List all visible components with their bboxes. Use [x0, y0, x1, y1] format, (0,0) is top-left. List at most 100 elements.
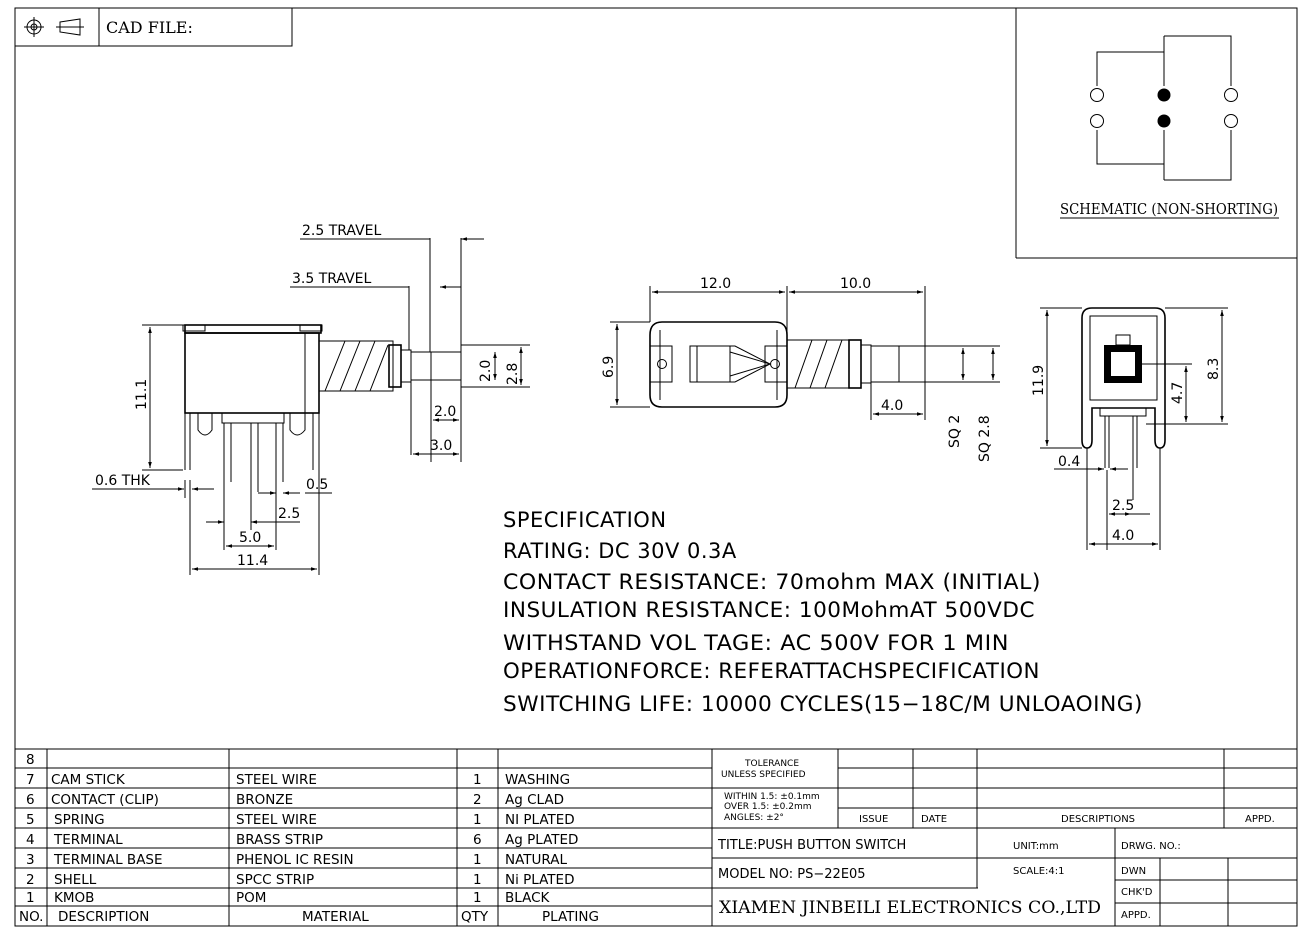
- dim-travel-35: 3.5 TRAVEL: [292, 271, 372, 287]
- schematic: SCHEMATIC (NON-SHORTING): [1015, 8, 1297, 259]
- tolerance-label: UNLESS SPECIFIED: [721, 770, 806, 780]
- cad-file-label: CAD FILE:: [106, 18, 193, 37]
- rev-date-header: DATE: [921, 814, 947, 825]
- scale-label: SCALE:4:1: [1013, 866, 1065, 877]
- approved-label: APPD.: [1121, 910, 1151, 921]
- bom-plating: NI PLATED: [505, 812, 575, 828]
- bom-no: 4: [26, 832, 35, 848]
- dim-pitch-50: 5.0: [239, 530, 261, 546]
- title-block: TOLERANCE UNLESS SPECIFIED WITHIN 1.5: ±…: [712, 749, 1297, 926]
- checked-label: CHK'D: [1121, 887, 1153, 898]
- spec-line: WITHSTAND VOL TAGE: AC 500V FOR 1 MIN: [503, 631, 1009, 655]
- bom-table: 8 7 CAM STICK STEEL WIRE 1 WASHING 6 CON…: [15, 748, 1297, 926]
- dim-top-10: 10.0: [840, 276, 871, 292]
- dim-end-40: 4.0: [1112, 528, 1134, 544]
- bom-plating: Ag PLATED: [505, 832, 578, 848]
- bom-material: BRONZE: [236, 792, 293, 808]
- bom-material: POM: [236, 890, 266, 906]
- bom-header-qty: QTY: [461, 909, 489, 925]
- bom-no: 3: [26, 852, 35, 868]
- spec-line: RATING: DC 30V 0.3A: [503, 539, 737, 563]
- bom-no: 2: [26, 872, 35, 888]
- dim-height-111: 11.1: [134, 379, 150, 410]
- dim-end-83: 8.3: [1206, 358, 1222, 380]
- dim-end-25: 2.5: [1112, 498, 1134, 514]
- bom-material: STEEL WIRE: [236, 812, 317, 828]
- dim-sq2: SQ 2: [947, 415, 963, 448]
- rev-issue-header: ISSUE: [859, 814, 888, 825]
- dim-stem-w20: 2.0: [434, 404, 456, 420]
- spec-title: SPECIFICATION: [503, 508, 667, 532]
- spec-line: CONTACT RESISTANCE: 70mohm MAX (INITIAL): [503, 570, 1041, 594]
- bom-material: SPCC STRIP: [236, 872, 314, 888]
- bom-no: 6: [26, 792, 35, 808]
- dim-stem-20: 2.0: [478, 360, 494, 382]
- bom-no: 1: [26, 890, 35, 906]
- dim-top-69: 6.9: [601, 356, 617, 378]
- bom-description: TERMINAL: [53, 832, 123, 848]
- bom-plating: NATURAL: [505, 852, 567, 868]
- drawing-number-label: DRWG. NO.:: [1121, 841, 1181, 852]
- contact-terminal-icon: [1090, 88, 1104, 102]
- tolerance-angles: ANGLES: ±2°: [724, 813, 784, 823]
- drawing-title: TITLE:PUSH BUTTON SWITCH: [717, 838, 906, 853]
- bom-qty: 1: [473, 812, 482, 828]
- bom-plating: Ag CLAD: [505, 792, 564, 808]
- dim-width-114: 11.4: [237, 553, 268, 569]
- contact-terminal-icon: [1224, 88, 1238, 102]
- unit-label: UNIT:mm: [1013, 841, 1059, 852]
- side-view: 2.5 TRAVEL 3.5 TRAVEL 11.1 0.6 THK 0.5 2…: [92, 223, 530, 575]
- bom-qty: 1: [473, 852, 482, 868]
- drawn-label: DWN: [1121, 866, 1146, 877]
- bom-header-plating: PLATING: [542, 909, 599, 925]
- specification: SPECIFICATION RATING: DC 30V 0.3A CONTAC…: [503, 508, 1143, 716]
- bom-description: TERMINAL BASE: [53, 852, 163, 868]
- bom-qty: 2: [473, 792, 482, 808]
- dim-end-119: 11.9: [1031, 365, 1047, 396]
- dim-end-04: 0.4: [1058, 454, 1080, 470]
- contact-terminal-icon: [1224, 114, 1238, 128]
- rev-descriptions-header: DESCRIPTIONS: [1061, 814, 1135, 825]
- spec-line: SWITCHING LIFE: 10000 CYCLES(15−18C/M UN…: [503, 692, 1143, 716]
- dim-thk: 0.6 THK: [95, 473, 151, 489]
- dim-stem-w30: 3.0: [430, 438, 452, 454]
- bom-plating: BLACK: [505, 890, 551, 906]
- contact-terminal-icon: [1157, 88, 1171, 102]
- bom-description: KMOB: [54, 890, 94, 906]
- tolerance-within: WITHIN 1.5: ±0.1mm: [724, 792, 820, 802]
- dim-end-47: 4.7: [1170, 382, 1186, 404]
- bom-no: 7: [26, 772, 35, 788]
- top-view: 12.0 10.0 6.9 4.0 SQ 2 SQ 2.8: [601, 276, 1000, 462]
- dim-travel-25: 2.5 TRAVEL: [302, 223, 382, 239]
- schematic-caption: SCHEMATIC (NON-SHORTING): [1060, 200, 1278, 218]
- bom-qty: 1: [473, 890, 482, 906]
- projection-symbol-icon: [24, 17, 84, 37]
- contact-terminal-icon: [1157, 114, 1171, 128]
- bom-material: STEEL WIRE: [236, 772, 317, 788]
- model-number: MODEL NO: PS−22E05: [718, 867, 866, 882]
- bom-header-no: NO.: [19, 909, 43, 925]
- bom-material: BRASS STRIP: [236, 832, 323, 848]
- end-view: 11.9 8.3 4.7 0.4 2.5 4.0: [1031, 307, 1228, 550]
- bom-description: SHELL: [54, 872, 97, 888]
- bom-header-description: DESCRIPTION: [58, 909, 149, 925]
- spec-line: INSULATION RESISTANCE: 100MohmAT 500VDC: [503, 598, 1035, 622]
- company-name: XIAMEN JINBEILI ELECTRONICS CO.,LTD: [719, 898, 1101, 918]
- sheet-border: [14, 7, 1298, 927]
- bom-qty: 1: [473, 772, 482, 788]
- dim-top-40: 4.0: [881, 398, 903, 414]
- spec-line: OPERATIONFORCE: REFERATTACHSPECIFICATION: [503, 659, 1040, 683]
- dim-sq28: SQ 2.8: [977, 415, 993, 462]
- tolerance-label: TOLERANCE: [744, 759, 799, 769]
- bom-qty: 6: [473, 832, 482, 848]
- bom-plating: Ni PLATED: [505, 872, 574, 888]
- bom-description: CONTACT (CLIP): [51, 792, 159, 808]
- contact-terminal-icon: [1090, 114, 1104, 128]
- bom-description: CAM STICK: [51, 772, 126, 788]
- bom-material: PHENOL IC RESIN: [236, 852, 354, 868]
- rev-appd-header: APPD.: [1245, 814, 1275, 825]
- bom-plating: WASHING: [505, 772, 570, 788]
- bom-no: 5: [26, 812, 35, 828]
